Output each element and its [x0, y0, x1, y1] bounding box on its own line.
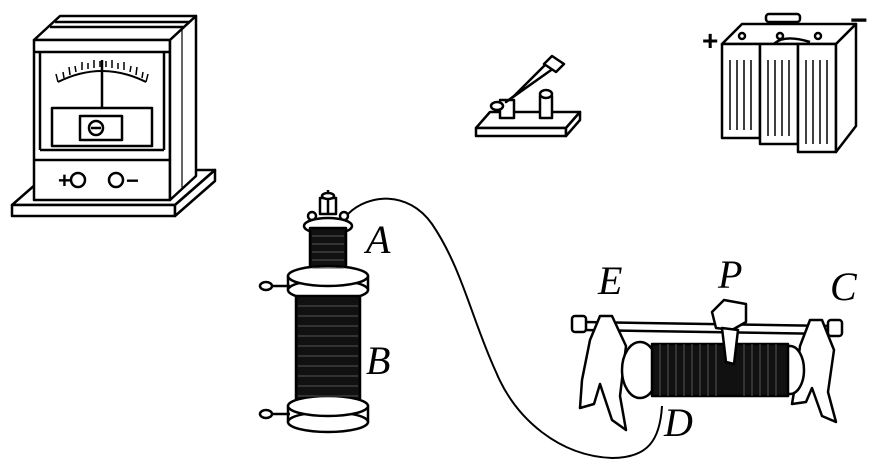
rheostat-icon [570, 298, 844, 432]
connecting-wire [347, 197, 663, 460]
knife-switch-icon [474, 54, 582, 138]
label-C: C [830, 264, 858, 309]
label-A: A [363, 217, 391, 262]
label-E: E [597, 258, 622, 303]
galvanometer-minus-sign: − [126, 168, 139, 193]
label-D: D [663, 400, 693, 445]
coil-winding-lines [298, 235, 358, 397]
galvanometer-icon [10, 14, 217, 218]
battery-minus-sign: − [850, 4, 868, 37]
rheostat-winding-lines [659, 344, 777, 396]
battery-plus-sign: + [702, 25, 718, 56]
battery-icon [720, 12, 858, 154]
label-B: B [366, 338, 390, 383]
coil-icon [258, 190, 370, 434]
galvanometer-plus-sign: + [58, 168, 71, 193]
label-P: P [717, 252, 742, 297]
